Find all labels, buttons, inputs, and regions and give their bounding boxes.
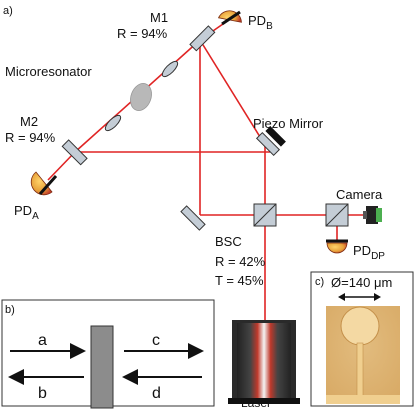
piezo-mirror (255, 126, 286, 157)
m1-mirror (189, 25, 216, 52)
bsc-reflectivity: R = 42% (215, 254, 266, 269)
photodiode-b (217, 10, 242, 26)
secondary-beam-splitter (325, 203, 349, 227)
propagation-arrows (8, 343, 204, 385)
camera-label: Camera (336, 187, 383, 202)
piezo-mirror-label: Piezo Mirror (253, 116, 324, 131)
camera (363, 206, 382, 224)
panel-a-letter: a) (3, 5, 13, 17)
m2-reflectivity: R = 94% (5, 130, 56, 145)
panel-c-letter: c) (315, 276, 324, 288)
m1-reflectivity: R = 94% (117, 26, 168, 41)
pd-b-label: PDB (248, 13, 273, 32)
beam-splitter-cube (253, 203, 277, 227)
pd-a-label: PDA (14, 203, 39, 222)
microresonator (130, 83, 152, 111)
arrow-b-label: b (38, 385, 47, 402)
bsc-transmission: T = 45% (215, 273, 264, 288)
fold-mirror (180, 205, 206, 231)
m2-mirror (61, 139, 88, 166)
laser-label: Laser (241, 396, 271, 410)
lens-upper (161, 60, 179, 78)
sample-slab (90, 325, 114, 409)
m1-label: M1 (150, 10, 168, 25)
m2-to-pda-beam (47, 151, 76, 181)
arrow-c-label: c (152, 332, 160, 349)
microresonator-label: Microresonator (5, 64, 92, 79)
arrow-a-label: a (38, 332, 47, 349)
panel-b-letter: b) (5, 304, 15, 316)
microresonator-photo (326, 306, 400, 404)
photodiode-dp (326, 239, 348, 254)
photodiode-a (30, 171, 58, 196)
arrow-d-label: d (152, 385, 161, 402)
diameter-label: Ø=140 μm (331, 275, 392, 290)
piezo-to-m1-beam (199, 39, 266, 146)
scale-double-arrow (338, 293, 381, 301)
lens-lower (104, 114, 122, 132)
m2-label: M2 (20, 114, 38, 129)
laser (228, 320, 300, 404)
bsc-label: BSC (215, 234, 242, 249)
pd-dp-label: PDDP (353, 243, 385, 262)
